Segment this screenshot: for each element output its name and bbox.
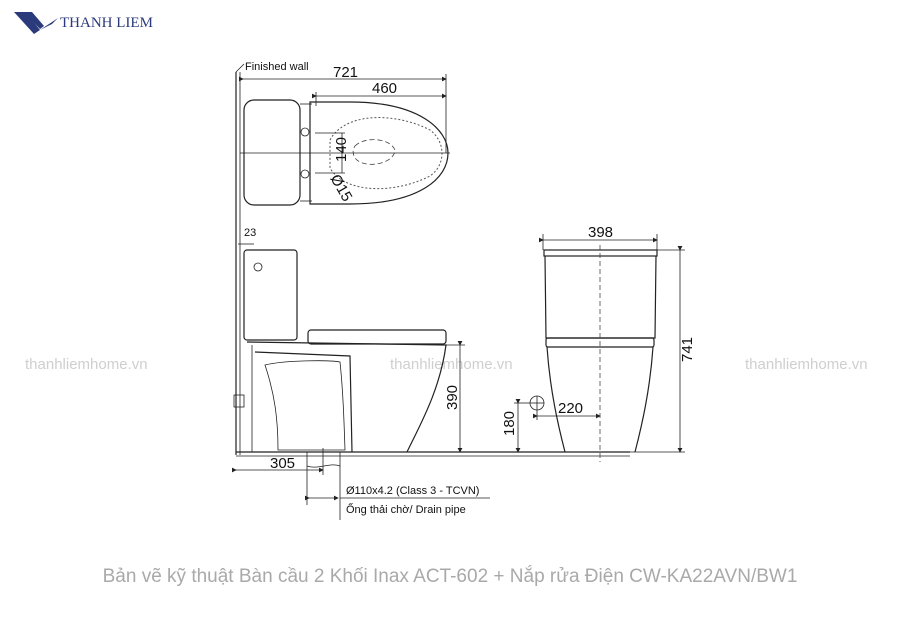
drawing-caption: Bản vẽ kỹ thuật Bàn cầu 2 Khối Inax ACT-… [102, 566, 798, 587]
dim-hole-15: Ø15 [327, 172, 356, 205]
dim-460: 460 [372, 80, 397, 97]
drain-spec: Ø110x4.2 (Class 3 - TCVN) [346, 485, 479, 497]
dim-305: 305 [270, 455, 295, 472]
dim-398: 398 [588, 224, 613, 241]
logo-brand: THANH LIEM [60, 15, 153, 31]
dim-721: 721 [333, 64, 358, 81]
side-view: 23 390 305 Ø110x4.2 (Class 3 - TCVN) Ống… [232, 227, 630, 520]
front-view: 398 741 180 220 [501, 224, 696, 462]
dim-220: 220 [558, 400, 583, 417]
finished-wall-label: Finished wall [245, 61, 309, 73]
dim-23: 23 [244, 227, 256, 239]
drain-pipe-label: Ống thải chờ/ Drain pipe [346, 502, 466, 516]
dim-390: 390 [444, 385, 461, 410]
dim-741: 741 [679, 337, 696, 362]
watermark-left: thanhliemhome.vn [25, 356, 148, 373]
top-view: Finished wall 721 460 140 Ø15 [235, 61, 450, 455]
dim-140: 140 [333, 137, 350, 162]
watermark-center: thanhliemhome.vn [390, 356, 513, 373]
logo: THANH LIEM [14, 12, 153, 34]
watermark-right: thanhliemhome.vn [745, 356, 868, 373]
dim-180: 180 [501, 411, 518, 436]
